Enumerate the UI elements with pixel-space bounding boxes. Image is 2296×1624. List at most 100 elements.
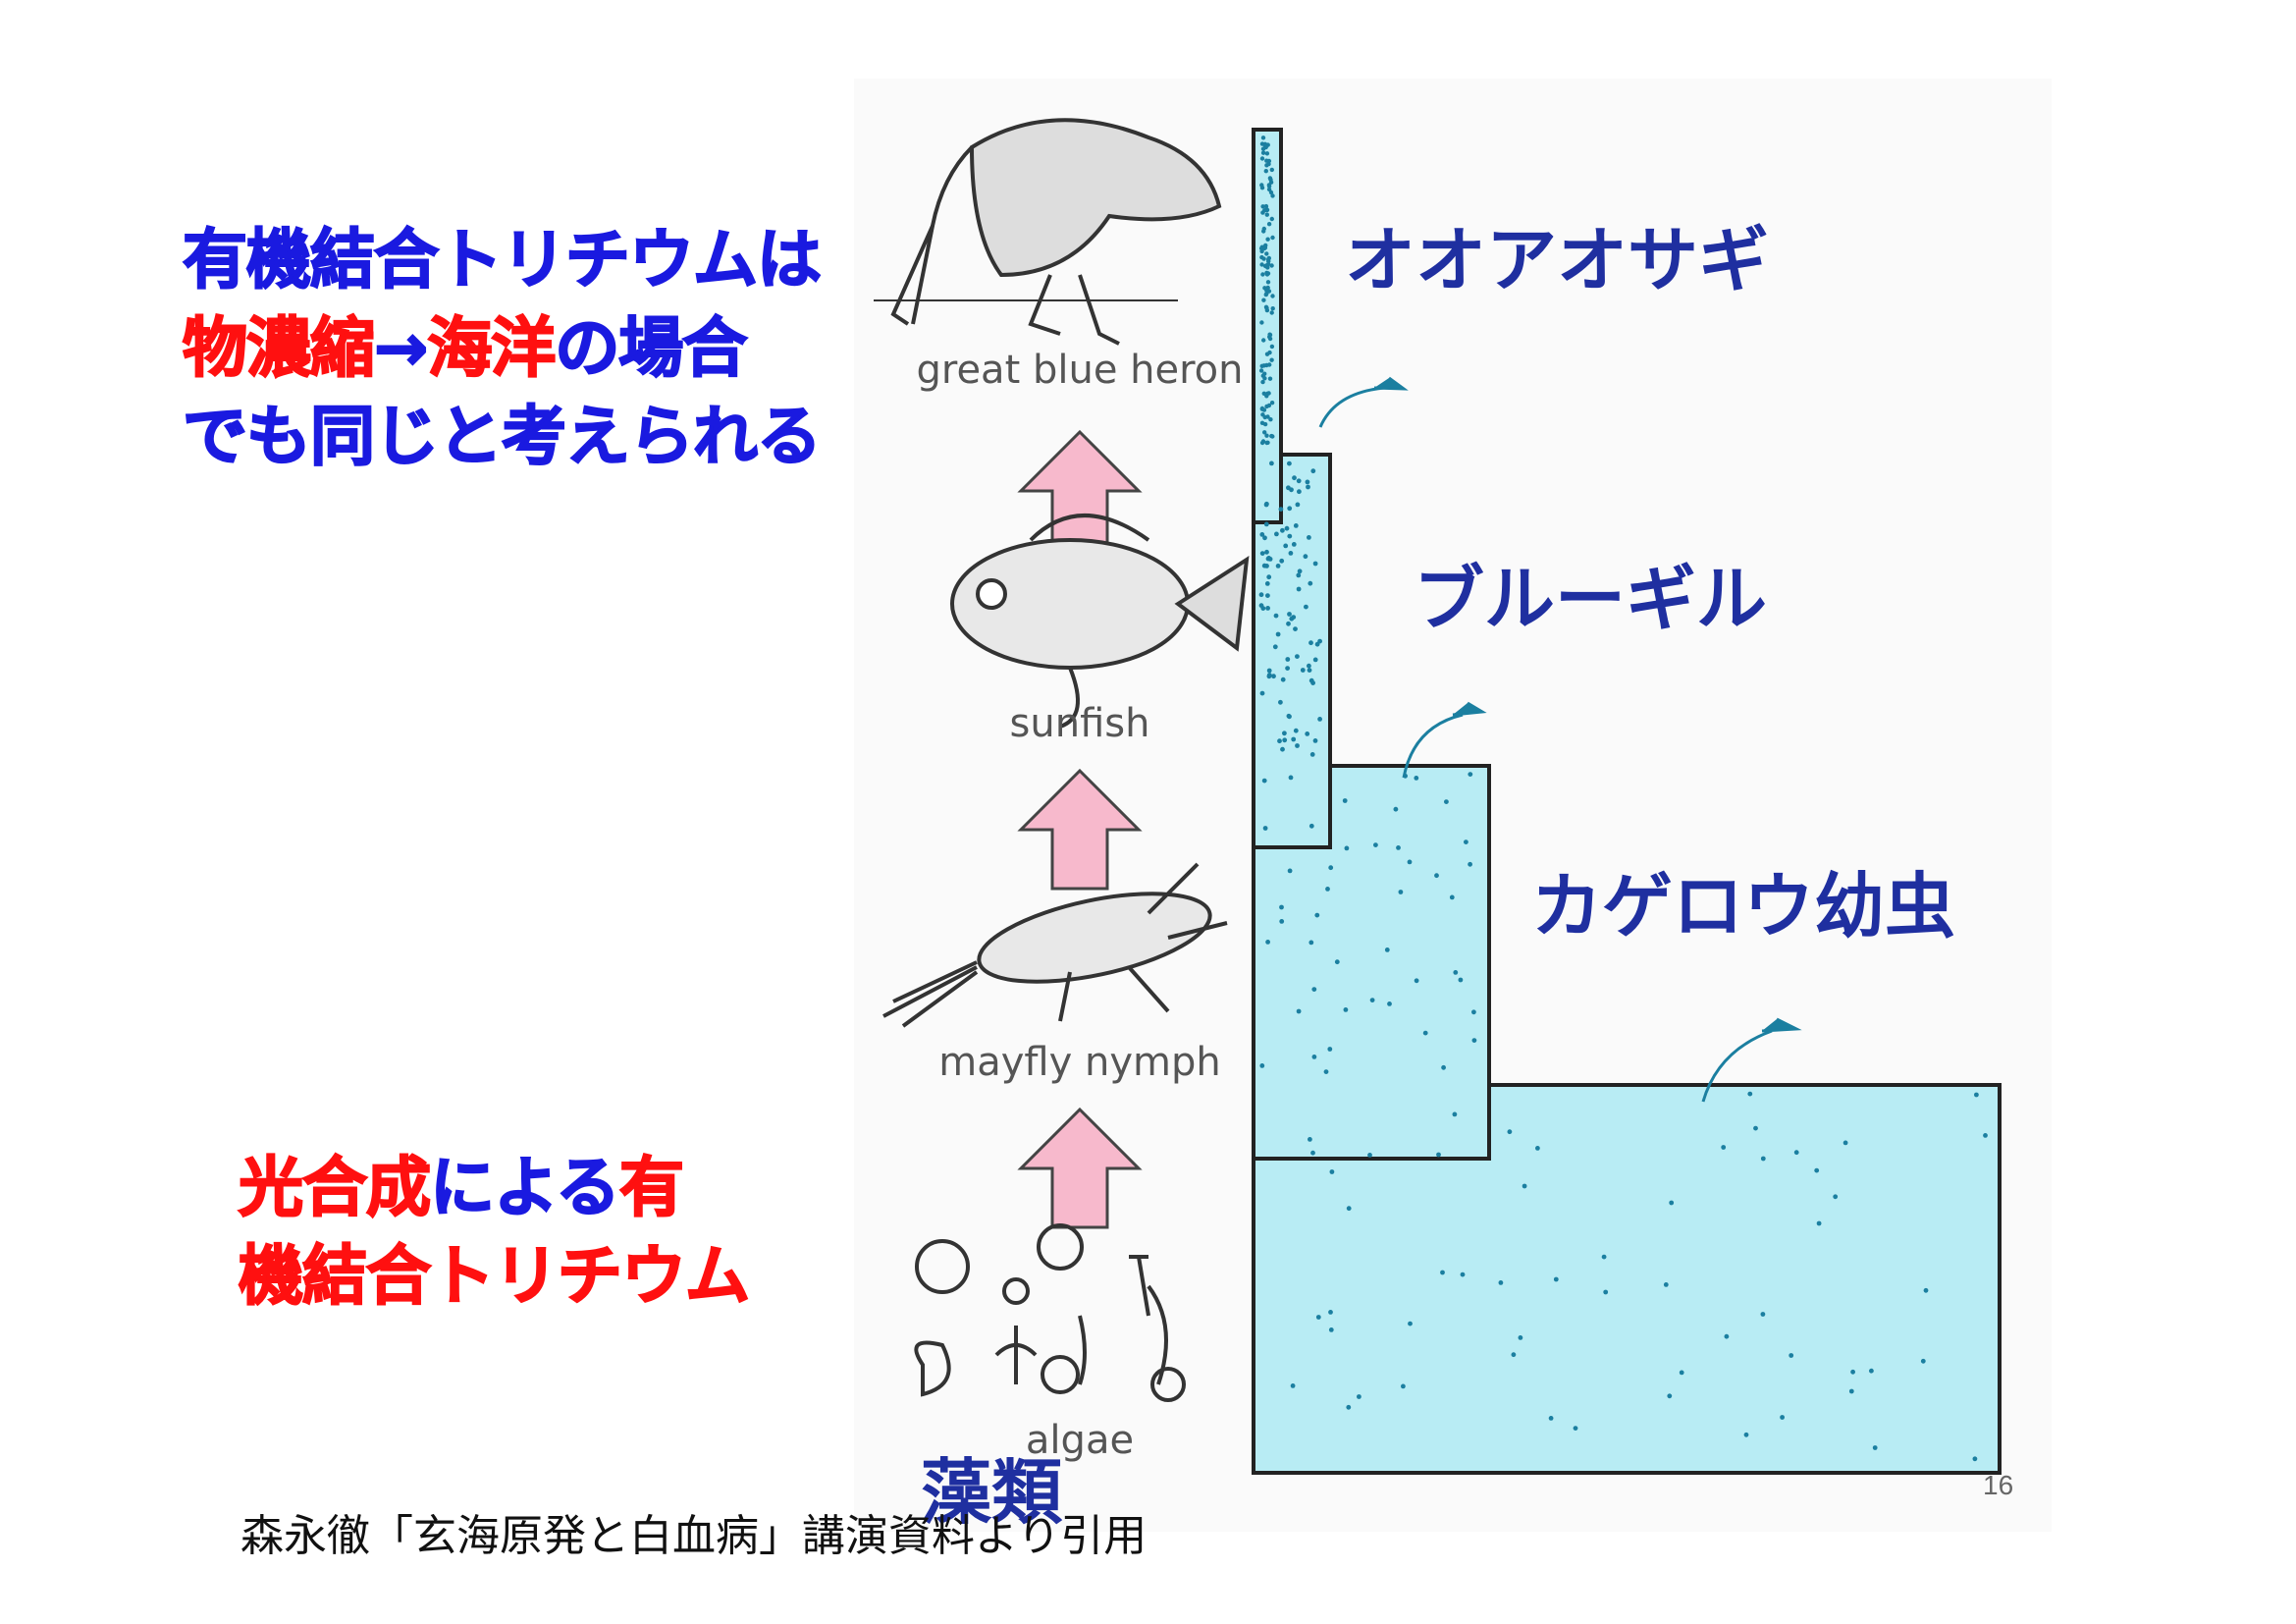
- tritium-dot: [1743, 1432, 1749, 1437]
- tritium-dot: [1307, 663, 1311, 669]
- tritium-dot: [1264, 305, 1269, 310]
- tritium-dot: [1285, 666, 1290, 671]
- tritium-dot: [1848, 1388, 1854, 1394]
- tritium-dot: [1264, 158, 1269, 163]
- tritium-dot: [1296, 586, 1302, 592]
- tritium-dot: [1263, 144, 1268, 150]
- tritium-dot: [1308, 940, 1314, 946]
- tritium-dot: [1306, 484, 1310, 490]
- tritium-dot: [1328, 1310, 1333, 1315]
- tritium-dot: [1261, 229, 1266, 234]
- tritium-dot: [1434, 873, 1439, 879]
- tritium-dot: [1414, 978, 1419, 984]
- tritium-dot: [1269, 216, 1274, 222]
- tritium-dot: [1414, 776, 1419, 781]
- tritium-dot: [1312, 738, 1318, 743]
- pointer-arrow-icon: [1373, 376, 1409, 391]
- tritium-dot: [1458, 977, 1464, 983]
- tritium-dot: [1287, 612, 1292, 617]
- tritium-dot: [1295, 743, 1300, 748]
- annotation-line-2: 物濃縮→海洋の場合: [182, 304, 821, 393]
- tritium-dot: [1346, 1404, 1352, 1410]
- algae-icon: [914, 1223, 1186, 1402]
- page-number: 16: [1983, 1470, 2014, 1500]
- tritium-dot: [1272, 644, 1278, 650]
- tritium-dot: [1267, 332, 1272, 337]
- tritium-dot: [1328, 865, 1334, 871]
- tritium-dot: [1436, 1152, 1441, 1158]
- organism-label-heron: great blue heron: [916, 348, 1243, 393]
- tritium-dot: [1287, 460, 1292, 466]
- tritium-dot: [1263, 521, 1269, 527]
- annotation-segment: 海洋: [426, 309, 557, 387]
- tritium-dot: [1259, 262, 1264, 267]
- tritium-dot: [1268, 417, 1273, 422]
- tritium-dot: [1283, 543, 1289, 549]
- pointer-arrow-icon: [1701, 1029, 1773, 1103]
- annotation-segment: の場合: [554, 309, 748, 387]
- annotation-line-1: 有機結合トリチウムは: [182, 216, 823, 304]
- tritium-dot: [1266, 391, 1271, 396]
- tritium-dot: [1262, 414, 1267, 420]
- tritium-dot: [1553, 1276, 1559, 1282]
- mayfly-icon: [882, 862, 1228, 1028]
- tritium-dot: [1498, 1280, 1504, 1285]
- tritium-dot: [1305, 731, 1310, 736]
- tritium-dot: [1317, 717, 1322, 722]
- annotation-segment: →: [373, 309, 429, 387]
- tritium-dot: [1264, 251, 1269, 256]
- tritium-dot: [1264, 549, 1269, 555]
- tritium-dot: [1793, 1150, 1799, 1156]
- tritium-dot: [1311, 987, 1317, 992]
- tritium-dot: [1295, 502, 1301, 508]
- tritium-dot: [1293, 728, 1299, 733]
- tritium-dot: [1325, 887, 1330, 892]
- tritium-dot: [1296, 478, 1302, 484]
- tritium-dot: [1444, 799, 1449, 804]
- tritium-dot: [1357, 1394, 1362, 1399]
- tritium-dot: [1343, 1007, 1349, 1012]
- tritium-dot: [1308, 640, 1313, 646]
- tritium-dot: [1266, 257, 1271, 262]
- tritium-dot: [1507, 1129, 1513, 1135]
- tritium-dot: [1259, 363, 1264, 368]
- tritium-dot: [1669, 1200, 1675, 1206]
- tritium-dot: [1258, 592, 1264, 598]
- tritium-dot: [1262, 421, 1268, 427]
- tritium-dot: [1259, 532, 1265, 537]
- organism-label-sunfish: sunfish: [1010, 701, 1150, 746]
- tritium-dot: [1264, 433, 1269, 438]
- tritium-dot: [1308, 580, 1313, 586]
- tritium-dot: [1275, 564, 1281, 568]
- tritium-dot: [1262, 535, 1267, 541]
- tritium-dot: [1259, 440, 1265, 446]
- tritium-dot: [1265, 556, 1271, 562]
- tritium-dot: [1266, 289, 1272, 294]
- pointer-arrow-icon: [1402, 713, 1464, 779]
- tritium-dot: [1407, 859, 1413, 865]
- tritium-dot: [1760, 1156, 1766, 1162]
- tritium-dot: [1262, 245, 1267, 251]
- sunfish-icon: [950, 514, 1250, 729]
- tritium-dot: [1269, 344, 1275, 350]
- block-heron: [1252, 128, 1283, 524]
- annotation-line-1: 光合成による有: [238, 1144, 749, 1232]
- tritium-dot: [1393, 806, 1399, 812]
- tritium-dot: [1789, 1353, 1794, 1358]
- tritium-dot: [1920, 1358, 1926, 1364]
- tritium-dot: [1262, 826, 1268, 831]
- tritium-dot: [1288, 775, 1294, 781]
- tritium-dot: [1327, 1047, 1333, 1052]
- tritium-dot: [1408, 1321, 1413, 1326]
- arrow-up-icon: [1017, 768, 1143, 891]
- tritium-dot: [1260, 606, 1266, 611]
- tritium-dot: [1259, 690, 1265, 696]
- tritium-dot: [1285, 657, 1291, 662]
- tritium-dot: [1259, 1063, 1265, 1068]
- annotation-line-2: 機結合トリチウム: [238, 1232, 751, 1321]
- tritium-dot: [1264, 151, 1270, 156]
- tritium-dot: [1315, 1315, 1321, 1320]
- tritium-dot: [1328, 1327, 1334, 1332]
- tritium-dot: [1282, 731, 1287, 736]
- tritium-dot: [1983, 1133, 1988, 1138]
